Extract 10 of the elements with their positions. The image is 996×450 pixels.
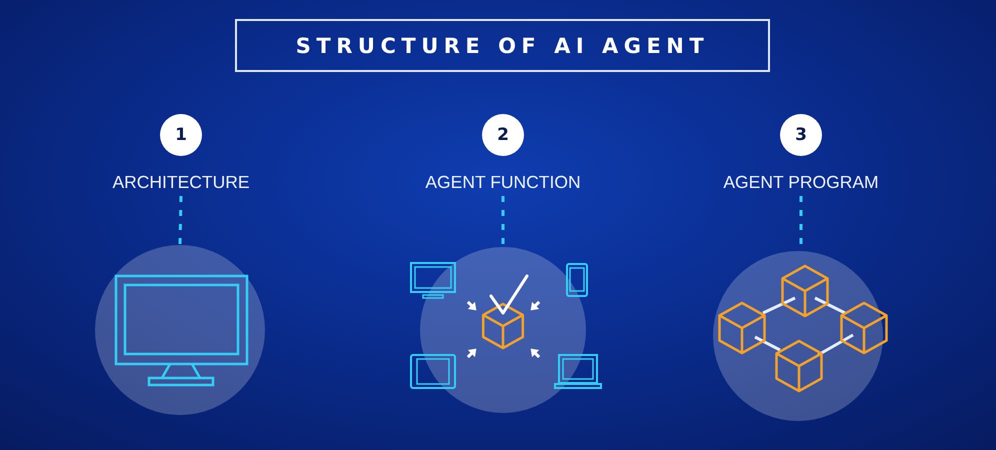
dotted-connector: [502, 196, 504, 247]
step-label: ARCHITECTURE: [112, 172, 250, 192]
monitor-illustration: [95, 245, 265, 415]
step-number-circle: 3: [780, 114, 822, 156]
step-number-circle: 1: [160, 114, 202, 156]
title-banner: STRUCTURE OF AI AGENT: [235, 19, 770, 72]
step-number-circle: 2: [482, 114, 524, 156]
dotted-connector: [178, 196, 182, 246]
step-label: AGENT PROGRAM: [723, 172, 879, 192]
step-label: AGENT FUNCTION: [425, 172, 581, 192]
